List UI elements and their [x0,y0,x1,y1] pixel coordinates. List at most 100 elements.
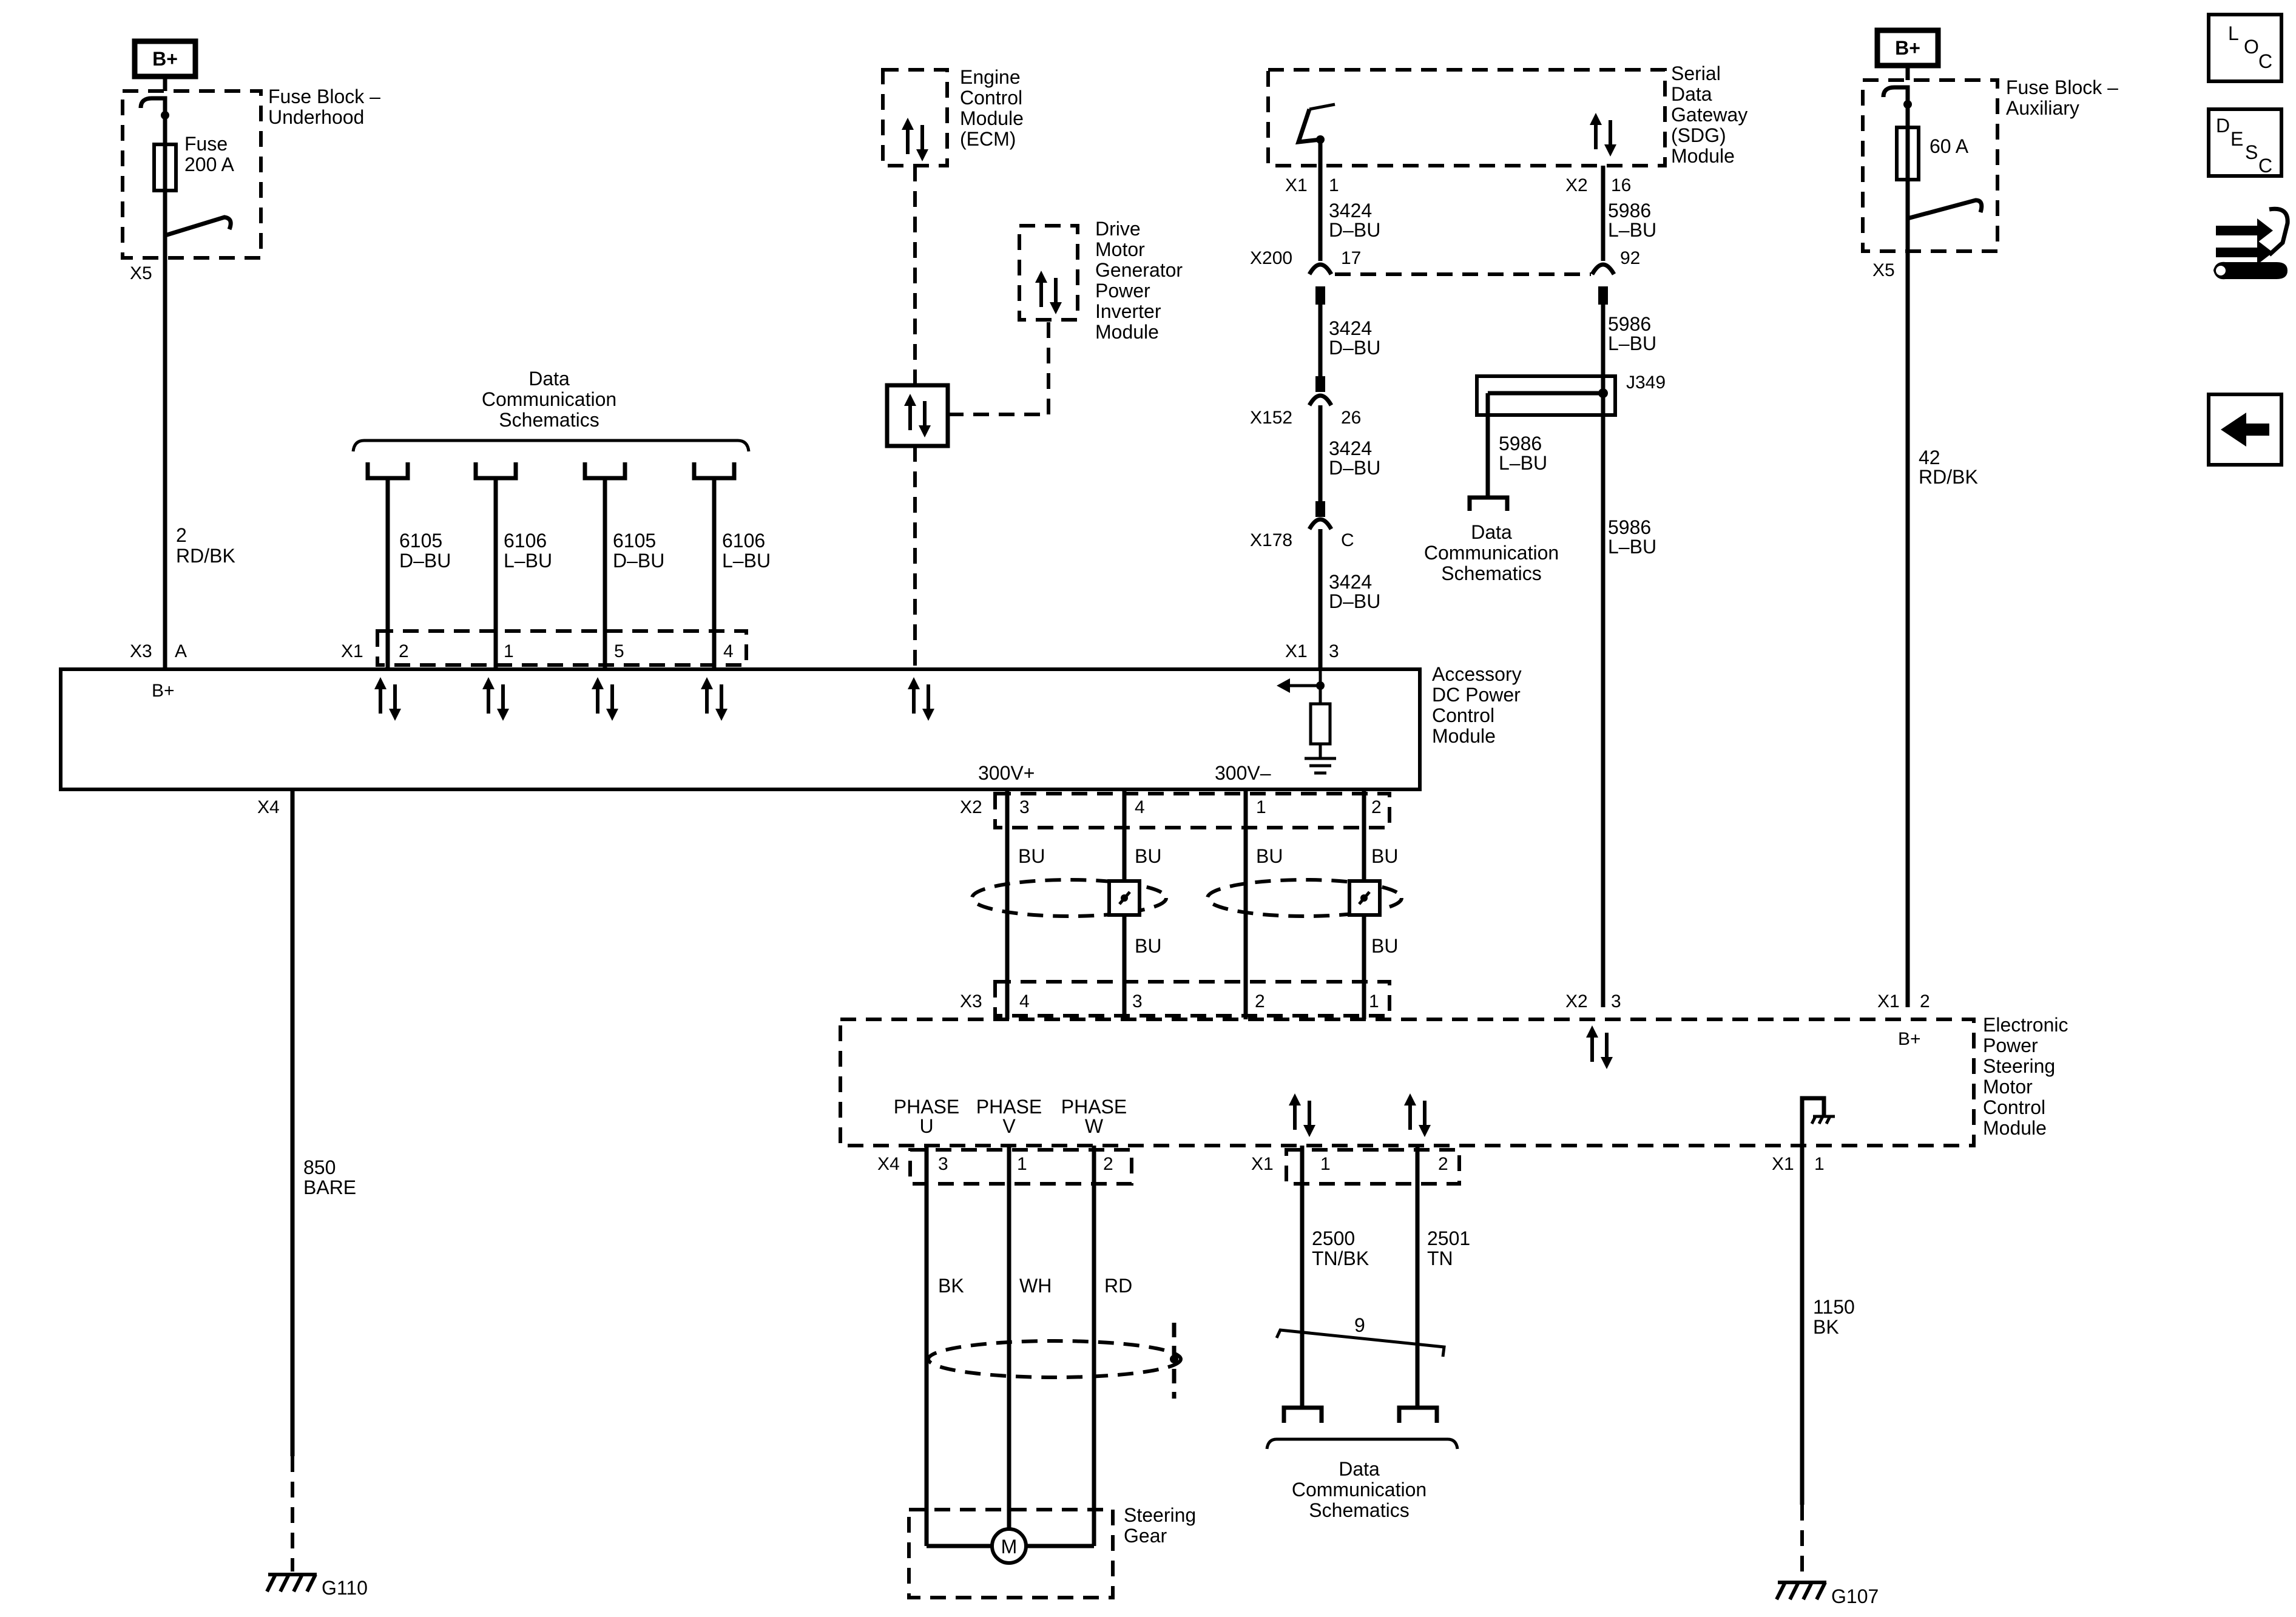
twist-count: 9 [1354,1314,1365,1336]
eps-x4-pin-1: 1 [1017,1154,1027,1174]
accessory-dc-module-box [59,667,1422,791]
desc-icon[interactable] [2207,107,2283,178]
wire-6106a-circuit: 6106 [504,530,547,552]
wire-5986-2-circuit: 5986 [1608,313,1651,335]
eps-x3-connector: X3 [960,991,982,1011]
eps-x1-bottom-pin-1: 1 [1320,1154,1331,1174]
wire-850-circuit: 850 [303,1156,336,1178]
eps-x3-pin-1: 1 [1369,991,1379,1011]
desc-button[interactable]: D E S C [2207,107,2283,178]
loc-icon[interactable] [2207,13,2283,83]
adc-x2-pin-1: 1 [1256,797,1266,817]
x152-connector: X152 [1250,408,1292,428]
eps-x1-bottom-pin-2: 2 [1438,1154,1448,1174]
sdg-serial-arrows-icon [1590,113,1616,157]
wire-5986-3-color: L–BU [1499,452,1547,474]
eps-x1-ground-connector: X1 [1772,1154,1794,1174]
wire-3424-1-circuit: 3424 [1329,200,1372,221]
phase-wire-bk: BK [938,1275,964,1297]
wire-3424-4-circuit: 3424 [1329,571,1372,593]
loc-button[interactable]: L O C [2207,13,2283,83]
hv-bu-2: BU [1135,845,1161,867]
fuse-block-auxiliary-name: Fuse Block –Auxiliary [2006,76,2118,119]
phase-shield-ellipse [927,1339,1183,1379]
inverter-serial-arrows-icon [1035,271,1062,314]
phase-wire-rd: RD [1104,1275,1132,1297]
phase-wire-wh: WH [1019,1275,1052,1297]
eps-module-outline [839,1018,1976,1147]
wire-1150-circuit: 1150 [1813,1296,1855,1318]
wire-5986-2-color: L–BU [1608,333,1656,354]
adc-x1-pin-1: 1 [504,641,514,661]
sdg-x2: X2 [1565,175,1588,195]
adc-x1-pin-2: 2 [399,641,409,661]
eps-ground-group: X1 1 1150 BK G107 [1772,1146,1879,1607]
b-plus-box-right [1874,27,1941,69]
connector-repair-button[interactable] [2213,206,2290,280]
adc-x3-pin: A [175,641,187,661]
wire-3424-1-color: D–BU [1329,219,1380,241]
hv-bu-4: BU [1371,845,1398,867]
adc-x3-connector: X3 [130,641,152,661]
hv-bu-1: BU [1018,845,1045,867]
adc-b-plus: B+ [152,681,175,701]
splice-j349-label: J349 [1626,373,1666,393]
wire-6105a-circuit: 6105 [399,530,442,552]
wire-6105b-circuit: 6105 [613,530,656,552]
hv-harness: X2 3 4 1 2 BU BU BU BU BU BU X3 4 3 2 1 [960,789,1403,1019]
wire-2500-color: TN/BK [1312,1247,1369,1269]
fuse-underhood-connector: X5 [130,263,152,283]
serial-data-arrows-icon [374,677,401,721]
wire-42-color: RD/BK [1919,466,1978,488]
back-button[interactable] [2207,393,2283,467]
adc-x4-connector: X4 [257,797,280,817]
eps-x3-pin-2: 2 [1255,991,1265,1011]
wire-2-color: RD/BK [176,545,235,567]
adc-x1-connector: X1 [341,641,363,661]
wire-1150-color: BK [1813,1316,1839,1338]
serial-data-arrows-icon [592,677,618,721]
data-comm-stubs-top [365,462,737,481]
loc-letter-1: L [2228,22,2239,44]
ecm-link-arrows-icon [908,677,934,721]
eps-serial-arrows-icon [1586,1025,1613,1069]
adc-x1-pin-5: 5 [614,641,624,661]
x178-pin: C [1341,530,1354,550]
eps-x1-bottom-connector: X1 [1251,1154,1274,1174]
wire-6105a-color: D–BU [399,550,451,572]
eps-x1-top-pin: 2 [1920,991,1930,1011]
shield-ellipse-1 [970,878,1168,918]
serial-data-arrows-icon [701,677,728,721]
eps-x4-pin-3: 3 [938,1154,948,1174]
adc-x1b-connector: X1 [1285,641,1308,661]
splice-j349 [1475,374,1617,417]
loc-letter-3: C [2258,50,2272,72]
wire-5986-4-color: L–BU [1608,536,1656,558]
wire-5986-1-circuit: 5986 [1608,200,1651,221]
eps-x1-ground-pin: 1 [1814,1154,1825,1174]
serial-data-arrows-icon [482,677,509,721]
connector-repair-icon[interactable] [2213,206,2290,280]
fuse-block-underhood-name: Fuse Block –Underhood [268,86,380,128]
wire-2501-circuit: 2501 [1427,1227,1470,1249]
ground-g110-label: G110 [322,1577,368,1599]
adc-x2-pin-3: 3 [1019,797,1030,817]
sdg-x1-pin: 1 [1329,175,1339,195]
motor-label: M [1001,1536,1018,1558]
adc-x2-pin-4: 4 [1135,797,1145,817]
wire-2500-circuit: 2500 [1312,1227,1355,1249]
sdg-outline [1266,68,1667,167]
desc-letter-2: E [2230,128,2243,150]
x152-pin: 26 [1341,408,1361,428]
fuse-60a-label: 60 A [1930,135,1969,157]
